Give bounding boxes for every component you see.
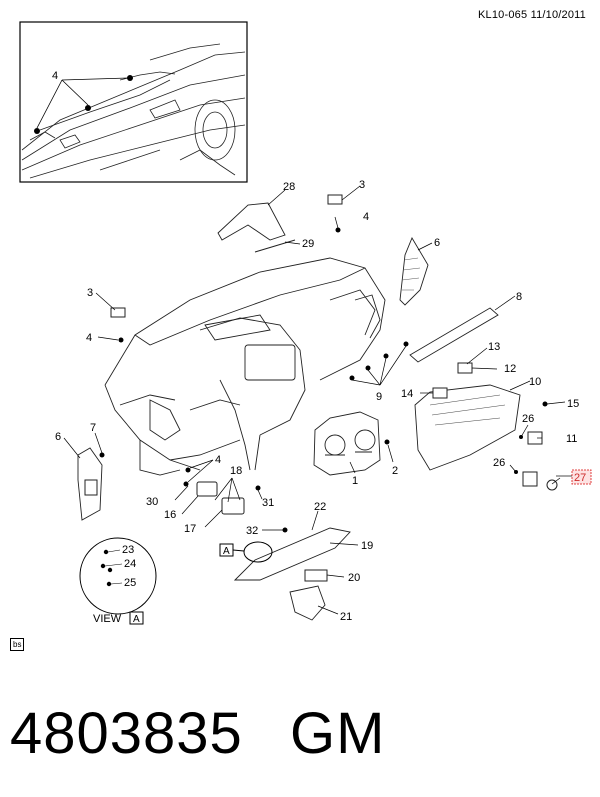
switch-20 xyxy=(304,569,328,582)
clip-3-left xyxy=(110,307,126,318)
inset-frame xyxy=(19,21,248,183)
callout-1: 1 xyxy=(352,475,358,487)
callout-24: 24 xyxy=(124,558,136,570)
clip-3-upper xyxy=(327,194,343,205)
glove-box-detail xyxy=(429,394,506,426)
callout-20: 20 xyxy=(348,572,360,584)
bracket-28 xyxy=(217,202,286,241)
view-label: VIEW xyxy=(93,613,122,625)
callout-4-upper: 4 xyxy=(363,211,369,223)
diagram-tag: bs xyxy=(10,638,25,651)
header-code: KL10-065 xyxy=(478,9,528,21)
bracket-29-line xyxy=(254,239,296,253)
view-a-leaders xyxy=(104,549,123,585)
callout-13: 13 xyxy=(488,341,500,353)
callout-21: 21 xyxy=(340,611,352,623)
glove-box xyxy=(414,384,521,471)
callout-27-highlight xyxy=(571,469,592,485)
callout-14: 14 xyxy=(401,388,413,400)
callout-28: 28 xyxy=(283,181,295,193)
callout-6-right: 6 xyxy=(434,237,440,249)
callout-4-mid: 4 xyxy=(215,454,221,466)
callout-3-upper: 3 xyxy=(359,179,365,191)
instrument-cluster xyxy=(313,411,381,476)
callout-25: 25 xyxy=(124,577,136,589)
callout-4-left: 4 xyxy=(86,332,92,344)
callout-16: 16 xyxy=(164,509,176,521)
callout-17: 17 xyxy=(184,523,196,535)
switch-17 xyxy=(221,497,245,515)
switch-16 xyxy=(196,481,218,497)
callout-10: 10 xyxy=(529,376,541,388)
inset-drawing xyxy=(21,43,246,179)
trim-panel-right-hatch xyxy=(401,257,421,291)
view-label-box xyxy=(129,611,144,625)
trim-panel-right xyxy=(399,236,429,306)
view-a-pointer xyxy=(232,549,245,552)
callout-9: 9 xyxy=(376,391,382,403)
callout-18: 18 xyxy=(230,465,242,477)
trim-panel-left xyxy=(77,447,103,521)
lower-trim-panel xyxy=(233,527,351,581)
trim-panel-left-slot xyxy=(84,479,98,496)
callout-2: 2 xyxy=(392,465,398,477)
part-number: 4803835 xyxy=(10,701,243,766)
callout-3-left: 3 xyxy=(87,287,93,299)
callout-6-left: 6 xyxy=(55,431,61,443)
switch-14 xyxy=(432,387,448,399)
instrument-panel xyxy=(104,257,386,476)
callout-15: 15 xyxy=(567,398,579,410)
callout-26-lower: 26 xyxy=(493,457,505,469)
header-date: 11/10/2011 xyxy=(530,9,586,21)
fasteners xyxy=(99,227,548,533)
callout-11: 11 xyxy=(566,433,577,445)
callout-31: 31 xyxy=(262,497,274,509)
inset-fasteners xyxy=(34,75,133,134)
callout-22: 22 xyxy=(314,501,326,513)
callout-7: 7 xyxy=(90,422,96,434)
view-a-fasteners xyxy=(100,549,113,587)
storage-bin xyxy=(289,585,326,621)
brand-name: GM xyxy=(290,701,386,766)
callout-32: 32 xyxy=(246,525,258,537)
view-a-circle xyxy=(79,537,157,615)
view-a-spot xyxy=(243,541,273,563)
callout-8: 8 xyxy=(516,291,522,303)
callout-27: 27 xyxy=(574,472,586,484)
callout-numbers: 28 29 3 4 3 4 6 8 13 12 9 14 10 15 26 11… xyxy=(55,179,579,623)
callout-5: 4 xyxy=(52,70,58,82)
clip-12 xyxy=(457,362,473,374)
inset-leaders xyxy=(36,77,129,129)
callout-29: 29 xyxy=(302,238,314,250)
callout-26-upper: 26 xyxy=(522,413,534,425)
callout-19: 19 xyxy=(361,540,373,552)
view-label-letter: A xyxy=(133,614,140,625)
callout-23: 23 xyxy=(122,544,134,556)
view-ref-box-label: A xyxy=(223,546,230,557)
callout-12: 12 xyxy=(504,363,516,375)
callout-30: 30 xyxy=(146,496,158,508)
trim-strip xyxy=(409,307,499,363)
header-reference: KL10-065 11/10/2011 xyxy=(478,9,586,21)
leader-lines xyxy=(63,185,566,615)
clip-27 xyxy=(522,471,538,487)
